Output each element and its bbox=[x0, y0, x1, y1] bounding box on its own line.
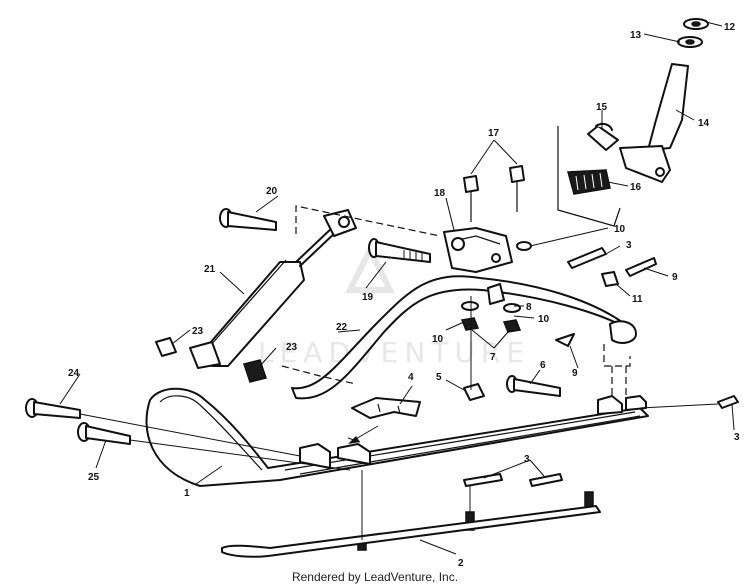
callout-25: 25 bbox=[88, 472, 100, 483]
leader-lines bbox=[59, 21, 735, 555]
callout-18: 18 bbox=[434, 188, 446, 199]
callout-24: 24 bbox=[68, 368, 80, 379]
watermark: LEADVENTURE bbox=[258, 243, 530, 369]
ski-bolt-short[interactable] bbox=[77, 422, 131, 445]
shock-nut-left[interactable] bbox=[155, 337, 177, 357]
shock-lower-bolt[interactable] bbox=[368, 238, 431, 263]
shock-absorber[interactable] bbox=[189, 209, 357, 369]
callout-7: 7 bbox=[490, 352, 496, 363]
spring-saddle[interactable] bbox=[443, 227, 513, 305]
direction-arrow bbox=[348, 425, 379, 444]
callout-22: 22 bbox=[336, 322, 348, 333]
callout-2: 2 bbox=[458, 558, 464, 569]
callout-1: 1 bbox=[184, 488, 190, 499]
callout-5: 5 bbox=[436, 372, 442, 383]
callout-12: 12 bbox=[724, 22, 736, 33]
rear-spring-bolt[interactable] bbox=[506, 375, 561, 397]
callout-9-upper: 9 bbox=[672, 272, 678, 283]
callout-10-top: 10 bbox=[614, 224, 626, 235]
saddle-bolts[interactable] bbox=[463, 165, 525, 222]
lock-nut[interactable] bbox=[463, 383, 485, 401]
callout-6: 6 bbox=[540, 360, 546, 371]
callout-4: 4 bbox=[408, 372, 414, 383]
callout-10-right: 10 bbox=[538, 314, 550, 325]
callout-17: 17 bbox=[488, 128, 500, 139]
callout-23-right: 23 bbox=[286, 342, 298, 353]
callout-21: 21 bbox=[204, 264, 216, 275]
callout-14: 14 bbox=[698, 118, 710, 129]
callout-15: 15 bbox=[596, 102, 608, 113]
render-credit: Rendered by LeadVenture, Inc. bbox=[291, 570, 459, 584]
callout-9-lower: 9 bbox=[572, 368, 578, 379]
callout-3-right: 3 bbox=[734, 432, 740, 443]
callout-3-bottom: 3 bbox=[524, 454, 530, 465]
callout-3-top: 3 bbox=[626, 240, 632, 251]
callout-13: 13 bbox=[630, 30, 642, 41]
spring-bumper[interactable] bbox=[567, 169, 611, 195]
callout-23-left: 23 bbox=[192, 326, 204, 337]
bushing[interactable] bbox=[587, 122, 619, 151]
spindle-washers[interactable] bbox=[677, 18, 709, 48]
ski-spacer[interactable] bbox=[351, 397, 421, 419]
ski-bolt-long[interactable] bbox=[25, 398, 81, 419]
callout-16: 16 bbox=[630, 182, 642, 193]
cotter-pins[interactable] bbox=[463, 247, 739, 487]
watermark-text: LEADVENTURE bbox=[258, 336, 530, 369]
callout-19: 19 bbox=[362, 292, 374, 303]
callout-10-left: 10 bbox=[432, 334, 444, 345]
spindle-bracket-outline bbox=[557, 126, 621, 227]
callout-11: 11 bbox=[632, 294, 643, 305]
callout-labels: 1 2 3 3 3 4 5 6 7 8 9 9 10 10 10 11 12 1… bbox=[68, 22, 740, 569]
leaf-spring[interactable] bbox=[291, 275, 637, 400]
steering-spindle[interactable] bbox=[619, 63, 689, 183]
exploded-view-drawing: LEADVENTURE bbox=[25, 18, 740, 569]
wear-bar[interactable] bbox=[221, 505, 601, 558]
shock-upper-bolt[interactable] bbox=[219, 208, 277, 231]
callout-20: 20 bbox=[266, 186, 278, 197]
callout-8: 8 bbox=[526, 302, 532, 313]
